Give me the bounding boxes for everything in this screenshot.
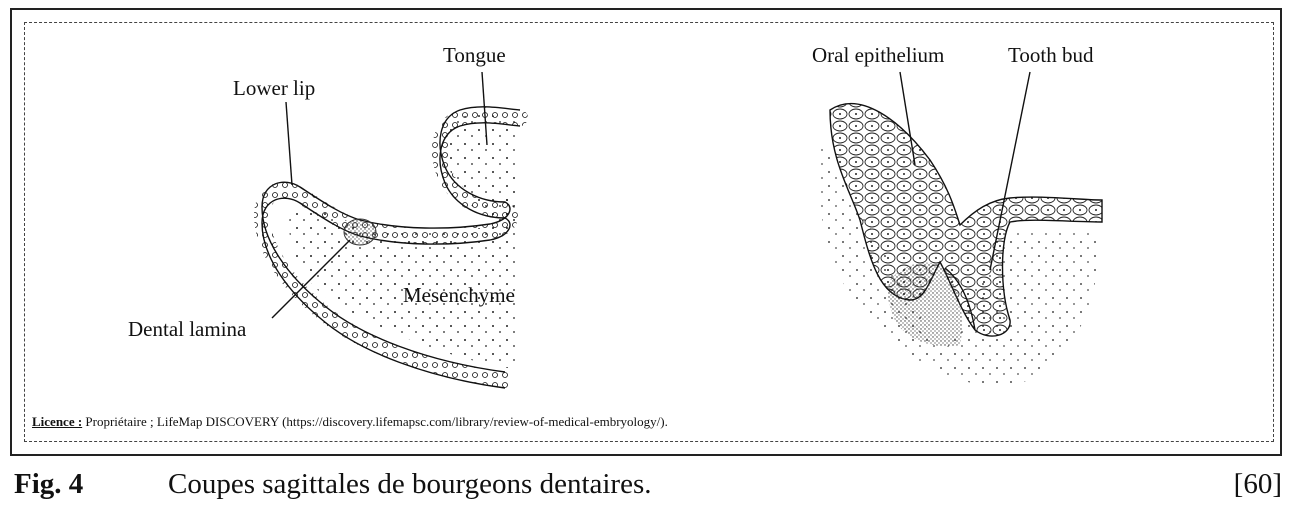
figure-number: Fig. 4 xyxy=(14,468,83,501)
figure-reference: [60] xyxy=(1234,468,1282,501)
label-tongue: Tongue xyxy=(443,43,506,67)
label-mesenchyme: Mesenchyme xyxy=(403,283,515,307)
label-oral-epithelium: Oral epithelium xyxy=(812,43,944,67)
left-sagittal-section: Lower lip Tongue Mesenchyme Dental lamin… xyxy=(128,43,520,388)
label-dental-lamina: Dental lamina xyxy=(128,317,247,341)
figure-caption: Fig. 4 Coupes sagittales de bourgeons de… xyxy=(14,468,1282,508)
licence-text: Propriétaire ; LifeMap DISCOVERY (https:… xyxy=(82,414,668,429)
label-lower-lip: Lower lip xyxy=(233,76,315,100)
licence-note: Licence : Propriétaire ; LifeMap DISCOVE… xyxy=(32,414,668,430)
right-sagittal-section: Oral epithelium Tooth bud xyxy=(812,43,1102,386)
tooth-bud-illustration: Lower lip Tongue Mesenchyme Dental lamin… xyxy=(0,0,1292,460)
licence-key: Licence : xyxy=(32,414,82,429)
figure-caption-text: Coupes sagittales de bourgeons dentaires… xyxy=(168,468,652,501)
label-tooth-bud: Tooth bud xyxy=(1008,43,1094,67)
